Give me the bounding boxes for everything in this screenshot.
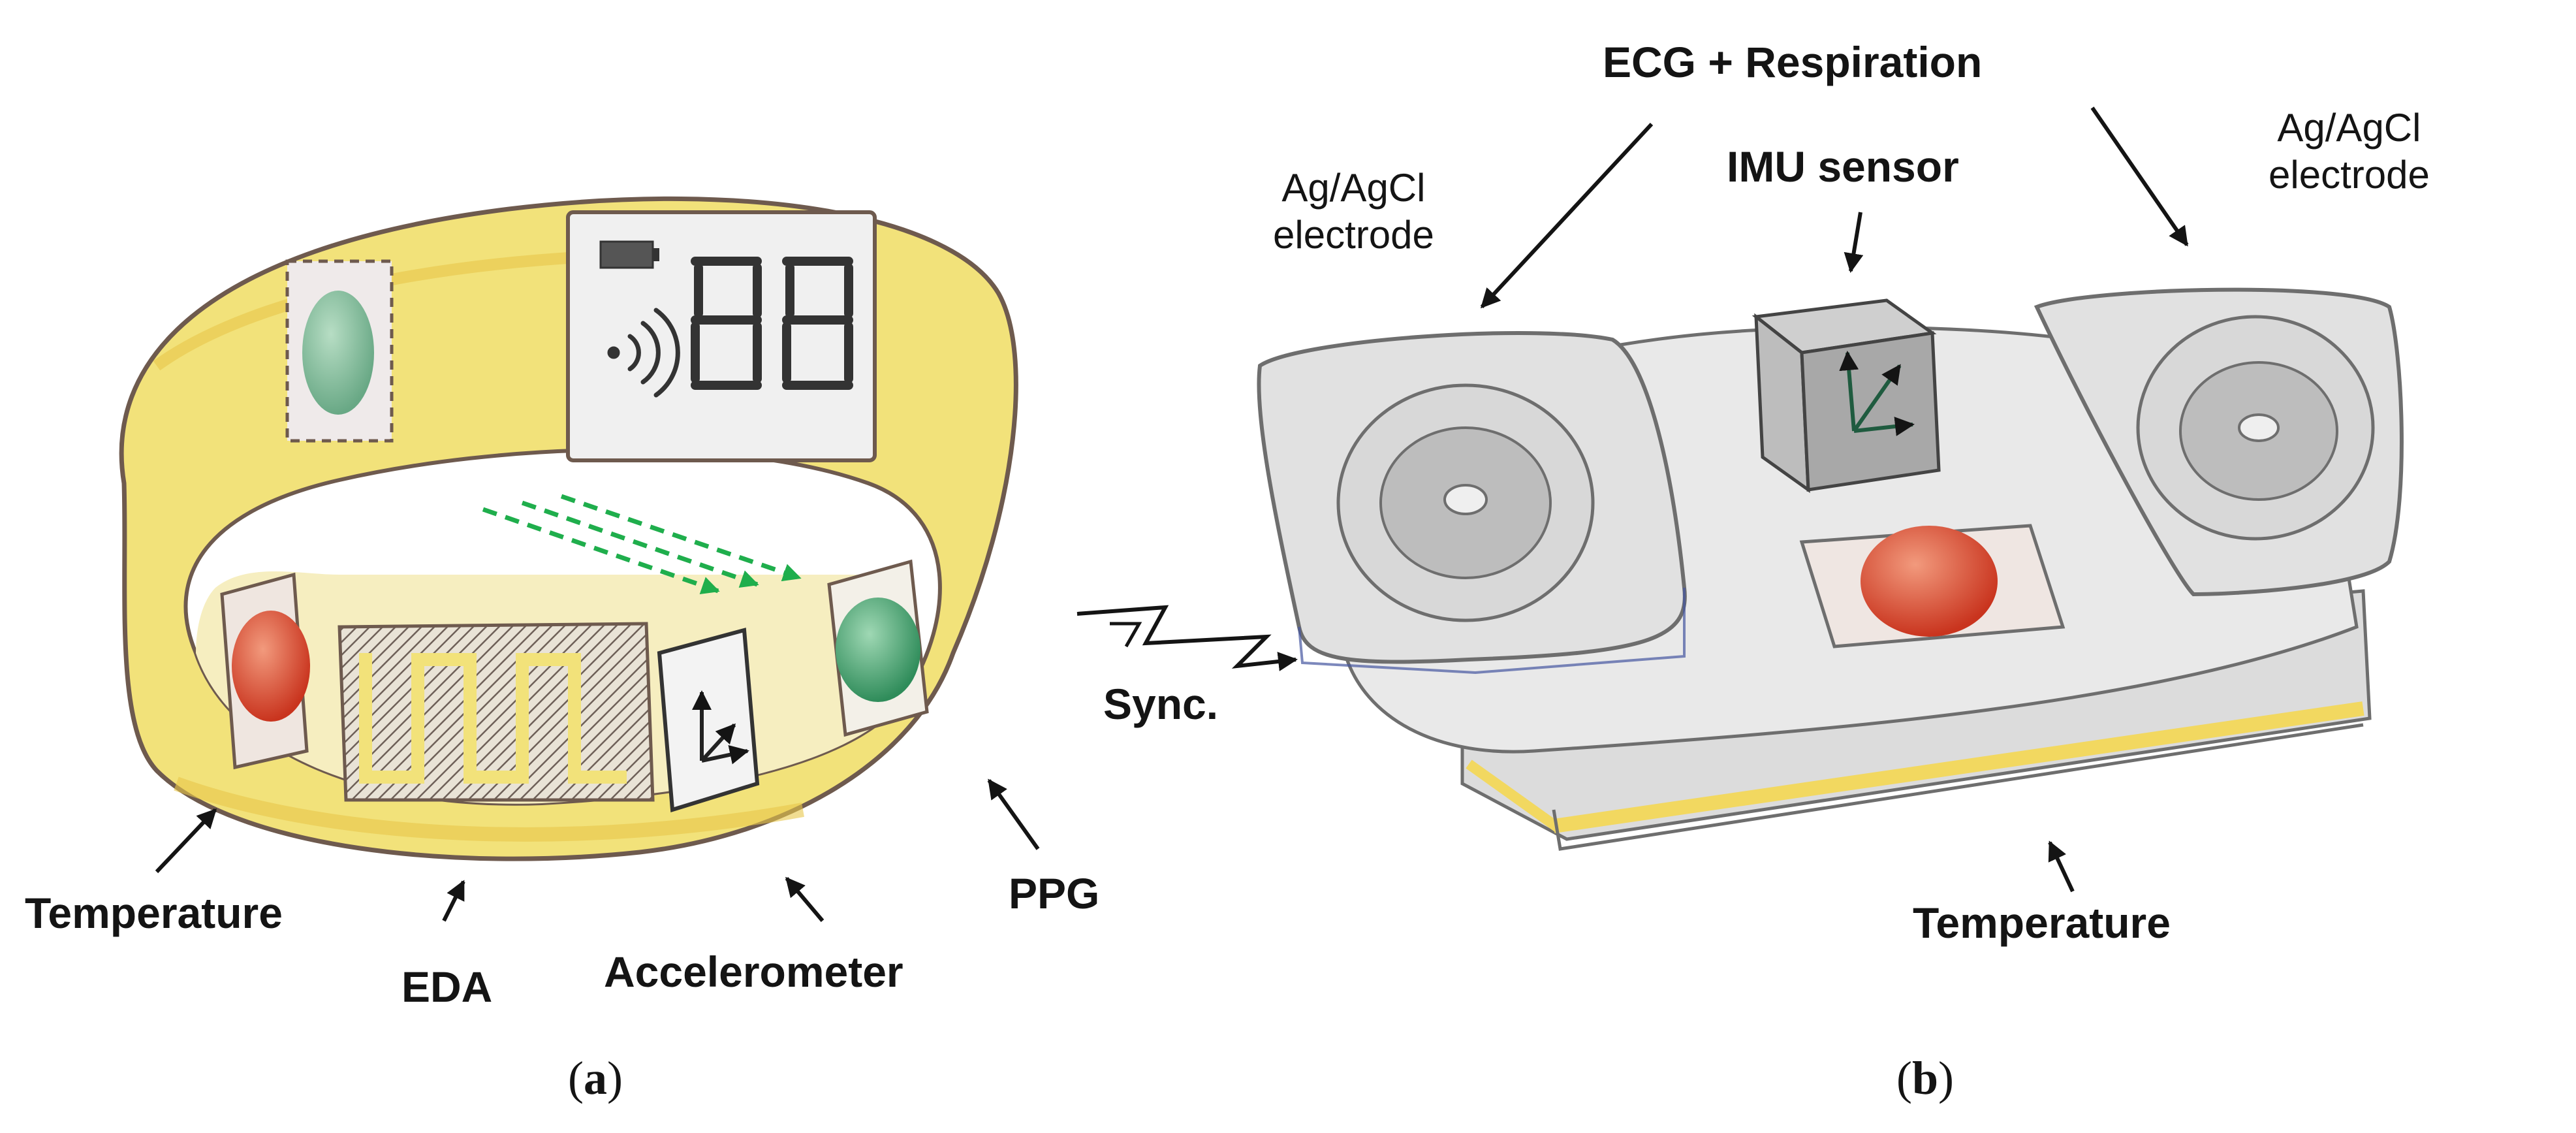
caption-b: (b) <box>1896 1052 1955 1104</box>
outer-ppg-window <box>285 259 394 443</box>
ppg-green-bead <box>836 598 920 702</box>
panel-b-pointer-arrows <box>1480 106 2189 893</box>
right-electrode-label-line2: electrode <box>2269 153 2430 197</box>
ppg-label: PPG <box>1009 869 1100 918</box>
caption-a: (a) <box>568 1052 623 1104</box>
panel-a-pointer-arrows <box>155 778 1040 922</box>
right-electrode <box>2034 287 2404 597</box>
light-path-arrows <box>482 494 802 594</box>
battery-icon <box>599 240 654 269</box>
imu-sensor-cube <box>1751 298 1941 494</box>
accelerometer-label: Accelerometer <box>604 948 903 996</box>
eda-label: EDA <box>401 963 493 1011</box>
ring-display <box>566 210 877 462</box>
patch-temperature-red-bead <box>1861 526 1998 637</box>
outer-green-led <box>302 291 374 415</box>
imu-sensor-label: IMU sensor <box>1727 142 1959 191</box>
smart-ring <box>119 196 1018 861</box>
chest-patch <box>1257 287 2404 851</box>
patch-temperature-label: Temperature <box>1913 899 2171 947</box>
wifi-icon <box>607 308 680 398</box>
sync-label: Sync. <box>1103 680 1219 728</box>
ring-accelerometer-chip <box>657 628 760 812</box>
left-electrode-label-line2: electrode <box>1273 213 1434 257</box>
eda-sensor <box>338 622 655 802</box>
temperature-red-bead <box>232 611 310 722</box>
left-electrode-label: Ag/AgCl electrode <box>1273 165 1434 259</box>
temperature-sensor <box>220 572 310 770</box>
wireless-sync-symbol <box>1076 605 1298 671</box>
ecg-respiration-label: ECG + Respiration <box>1603 38 1983 86</box>
right-electrode-label-line1: Ag/AgCl <box>2277 106 2421 150</box>
ppg-sensor <box>827 559 929 737</box>
caption-a-letter: a <box>583 1052 607 1104</box>
caption-b-letter: b <box>1911 1052 1939 1104</box>
patch-temperature-sensor <box>1799 524 2066 648</box>
left-electrode <box>1257 331 1687 675</box>
ring-temperature-label: Temperature <box>25 889 283 937</box>
right-electrode-label: Ag/AgCl electrode <box>2269 104 2430 199</box>
seven-segment-digits <box>691 257 853 390</box>
left-electrode-label-line1: Ag/AgCl <box>1281 166 1426 210</box>
